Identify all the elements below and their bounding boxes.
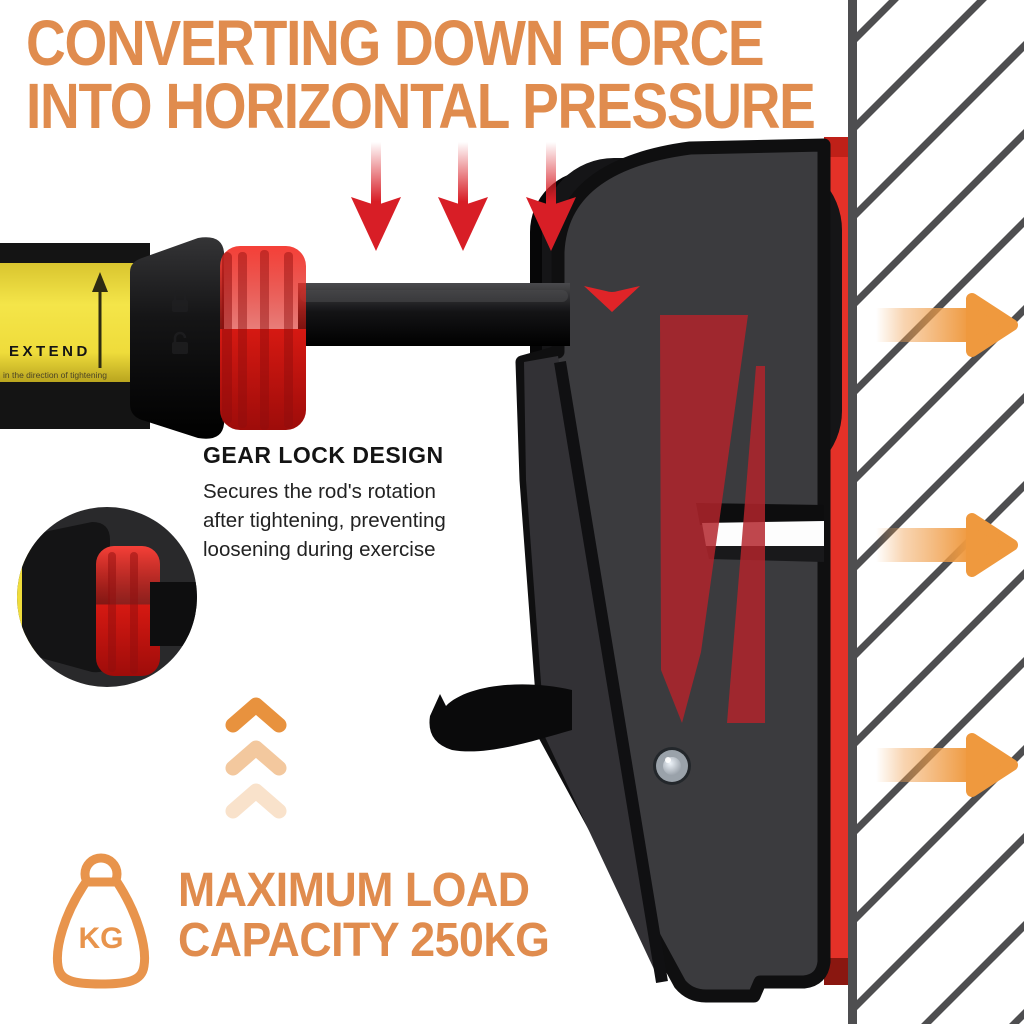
wall-edge	[848, 0, 857, 1024]
up-arrow-icon	[92, 272, 108, 368]
extension-rod: EXTEND in the direction of tightening	[0, 237, 306, 439]
gear-lock-line: Secures the rod's rotation	[203, 480, 436, 503]
orange-right-arrow-icon	[876, 293, 1018, 357]
max-load-line-2: CAPACITY 250KG	[178, 914, 550, 967]
force-overlay	[660, 315, 765, 723]
bracket-hook	[429, 684, 572, 752]
red-down-arrow-icon	[351, 142, 401, 251]
gear-lock-callout: GEAR LOCK DESIGN Secures the rod's rotat…	[203, 442, 446, 564]
lock-collar	[130, 237, 224, 439]
gear-lock-line: loosening during exercise	[203, 538, 436, 561]
rod-label-band	[0, 263, 144, 382]
kg-label: KG	[79, 922, 124, 955]
red-brand-arrow-icon	[584, 286, 640, 312]
title-line-1: CONVERTING DOWN FORCE	[26, 7, 765, 79]
orange-right-arrow-icon	[876, 733, 1018, 797]
page-title: CONVERTING DOWN FORCE INTO HORIZONTAL PR…	[26, 7, 816, 142]
gear-lock-heading: GEAR LOCK DESIGN	[203, 442, 444, 468]
max-load-callout: MAXIMUM LOAD CAPACITY 250KG	[178, 864, 550, 967]
tightening-knob	[220, 246, 306, 430]
title-line-2: INTO HORIZONTAL PRESSURE	[26, 70, 816, 142]
red-down-arrow-icon	[526, 142, 576, 251]
gear-lock-line: after tightening, preventing	[203, 509, 446, 532]
pullup-bar	[298, 283, 640, 346]
red-down-arrow-icon	[438, 142, 488, 251]
kg-weight-icon: KG	[52, 853, 150, 989]
bracket-gusset-edge	[554, 361, 668, 983]
zoom-detail-circle	[17, 507, 197, 687]
orange-right-arrow-icon	[876, 513, 1018, 577]
bolt	[653, 747, 691, 785]
bracket-gusset-shade	[524, 356, 660, 982]
extend-label: EXTEND	[9, 343, 91, 360]
extend-caption: in the direction of tightening	[3, 370, 107, 380]
wall-bracket	[429, 138, 842, 1003]
orange-up-chevron-icon	[225, 697, 287, 819]
lock-icon	[172, 289, 188, 354]
max-load-line-1: MAXIMUM LOAD	[178, 864, 530, 917]
